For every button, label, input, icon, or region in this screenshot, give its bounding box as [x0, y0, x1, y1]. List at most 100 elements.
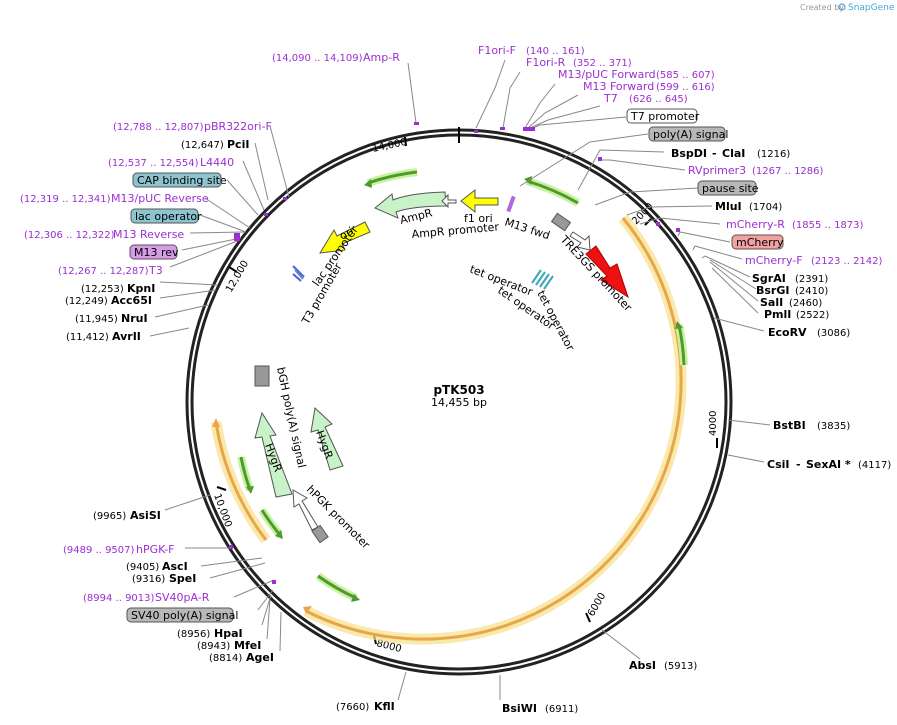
tick-mark	[228, 266, 238, 273]
green-arrowhead	[275, 530, 283, 539]
mcherry-arrow	[585, 245, 629, 299]
primer-range: (12,306 .. 12,322)	[24, 230, 115, 241]
primer-name: M13 Forward	[583, 80, 654, 93]
primer-range: (12,319 .. 12,341)	[20, 194, 111, 205]
hygr-label: HygR	[262, 442, 284, 474]
primer-name: L4440	[200, 156, 234, 169]
tick-mark	[585, 612, 591, 623]
primer-mark	[527, 127, 531, 131]
enzyme-pos: (3835)	[817, 421, 850, 432]
primer-name: M13 Reverse	[113, 228, 184, 241]
hpgk-grey-box	[311, 524, 329, 544]
enzyme-pos: (6911)	[545, 704, 578, 715]
primer-mark	[523, 127, 527, 131]
enzyme-pos: (3086)	[817, 328, 850, 339]
enzyme-pos: (2410)	[795, 286, 828, 297]
feature-box-label: pause site	[702, 182, 759, 195]
enzyme-name: Acc65I	[111, 294, 152, 307]
primer-range: (585 .. 607)	[656, 70, 715, 81]
hygr-label: HygR	[313, 429, 335, 461]
tet-operator-marks	[531, 269, 554, 290]
enzyme-pos: (2391)	[795, 274, 828, 285]
feature-box-label: lac operator	[135, 210, 202, 223]
feature-box	[132, 172, 222, 188]
feature-box-label: T7 promoter	[630, 110, 700, 123]
ampr-promoter-arrow	[441, 193, 457, 209]
primer-range: (9489 .. 9507)	[63, 545, 135, 556]
enzyme-pos: (11,945)	[75, 314, 118, 325]
enzyme-pos: (8956)	[177, 629, 210, 640]
enzyme-name: HpaI	[214, 627, 243, 640]
primer-labels: (14,090 .. 14,109) Amp-R F1ori-F (140 ..…	[20, 44, 883, 604]
enzyme-pos: (9965)	[93, 511, 126, 522]
enzyme-pos: (7660)	[336, 702, 369, 713]
feature-box-label: CAP binding site	[137, 174, 227, 187]
enzyme-name: EcoRV	[768, 326, 807, 339]
enzyme-name: SexAI *	[806, 458, 851, 471]
tre3gs-arrow	[569, 231, 591, 251]
green-arrowhead	[246, 486, 254, 494]
tick-mark	[216, 486, 227, 491]
enzyme-name: PciI	[227, 138, 249, 151]
plasmid-name: pTK503	[433, 383, 484, 397]
primer-mark	[283, 197, 287, 200]
hpgk-arrow	[292, 489, 319, 531]
orf-arcs	[210, 214, 687, 645]
inner-labels: AmpR f1 ori AmpR promoter M13 fwd TRE3GS…	[262, 206, 635, 552]
green-arrowhead	[364, 179, 372, 188]
enzyme-pos: (1216)	[757, 149, 790, 160]
primer-name: T7	[603, 92, 618, 105]
primer-mark	[531, 127, 535, 131]
enzyme-pos: (12,647)	[181, 140, 224, 151]
feature-box-label: M13 rev	[134, 246, 179, 259]
primer-mark	[676, 228, 680, 232]
enzyme-pos: (9316)	[132, 574, 165, 585]
feature-box-label: SV40 poly(A) signal	[131, 609, 238, 622]
enzyme-name: SgrAI	[752, 272, 786, 285]
ori-label: ori	[337, 224, 356, 242]
enzyme-pos: (12,253)	[81, 284, 124, 295]
enzyme-pos: (5913)	[664, 661, 697, 672]
bgh-box	[254, 365, 270, 387]
hpgk-label: hPGK promoter	[304, 483, 373, 552]
primer-range: (1855 .. 1873)	[792, 220, 864, 231]
primer-mark	[264, 213, 268, 216]
primer-mark	[229, 545, 233, 549]
feature-box	[126, 607, 234, 623]
inner-features: ori	[254, 188, 629, 544]
primer-range: (599 .. 616)	[656, 82, 715, 93]
enzyme-name: BsiWI	[502, 702, 537, 715]
enzyme-name: CsiI	[767, 458, 789, 471]
connector-lines	[149, 59, 771, 701]
enzyme-name: SalI	[760, 296, 783, 309]
credit-text: Created by	[800, 3, 844, 12]
enzyme-name: AbsI	[629, 659, 656, 672]
orf-arrowhead	[212, 418, 220, 427]
feature-box	[731, 234, 784, 250]
orf-arc	[214, 421, 268, 541]
primer-mark	[272, 580, 276, 584]
green-arrows	[237, 168, 688, 602]
enzyme-pos: (8814)	[209, 653, 242, 664]
plasmid-length: 14,455 bp	[431, 396, 487, 409]
feature-box-label: poly(A) signal	[653, 128, 728, 141]
primer-range: (352 .. 371)	[573, 58, 632, 69]
primer-range: (140 .. 161)	[526, 46, 585, 57]
tick-label: 6000	[586, 591, 608, 619]
ampr-promoter-label: AmpR promoter	[411, 220, 500, 241]
enzyme-name: AgeI	[246, 651, 274, 664]
orf-arc	[305, 217, 683, 641]
primer-mark	[656, 222, 660, 226]
enzyme-name: ClaI	[722, 147, 745, 160]
svg-text:-: -	[796, 458, 801, 471]
tre3gs-label: TRE3GS promoter	[557, 232, 635, 314]
feature-box	[626, 108, 698, 124]
green-arrow	[317, 574, 357, 600]
primer-mark	[234, 233, 240, 241]
enzyme-pos: (1704)	[749, 202, 782, 213]
feature-box	[129, 244, 178, 260]
svg-text:-: -	[712, 147, 717, 160]
enzyme-name: KpnI	[127, 282, 155, 295]
primer-name: hPGK-F	[136, 543, 174, 556]
hygr-arrow-1	[254, 411, 293, 498]
